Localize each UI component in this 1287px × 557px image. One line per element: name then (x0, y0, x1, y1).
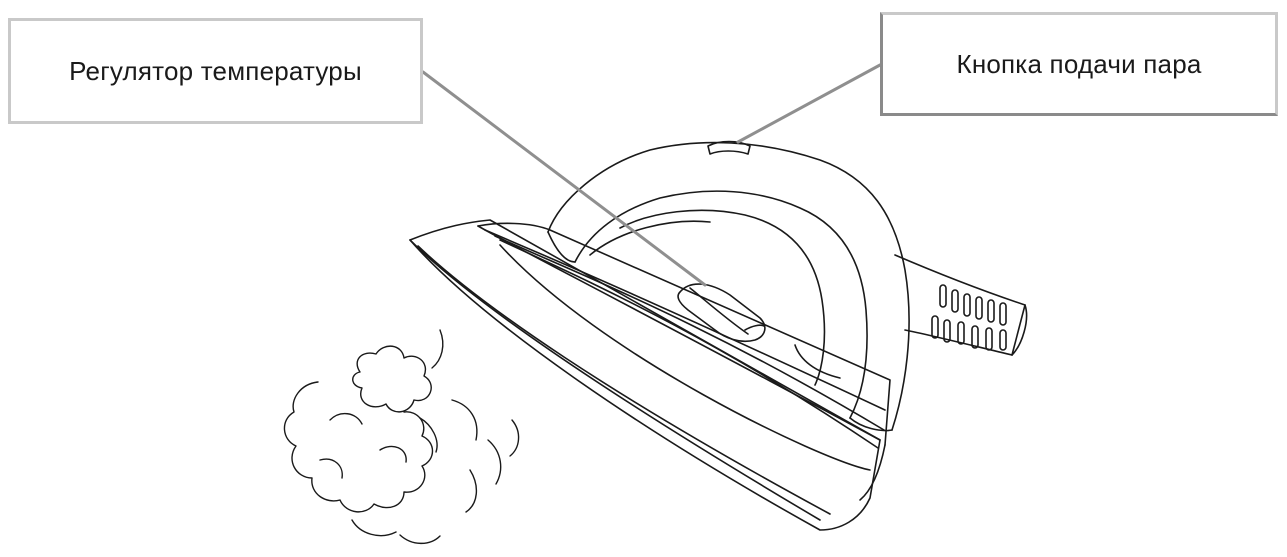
temperature-regulator-label: Регулятор температуры (69, 56, 362, 87)
cord-guard (895, 255, 1027, 355)
temperature-leader-line (423, 72, 705, 285)
steam-cloud (284, 330, 518, 543)
steam-leader-line (738, 65, 880, 142)
temperature-regulator-callout: Регулятор температуры (8, 18, 423, 124)
iron-handle (548, 142, 909, 431)
steam-button-label: Кнопка подачи пара (956, 49, 1201, 80)
steam-button-callout: Кнопка подачи пара (880, 12, 1278, 116)
iron-body (478, 223, 890, 500)
